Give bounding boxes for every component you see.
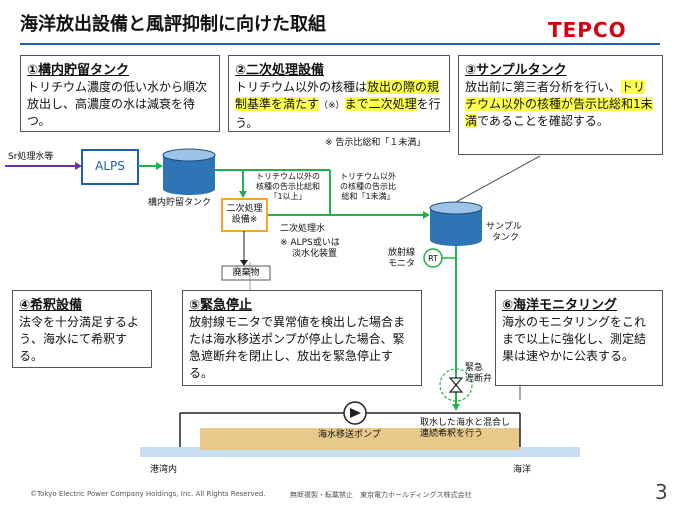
sr-label: Sr処理水等 <box>8 152 54 162</box>
sample-tank-top <box>429 201 483 215</box>
pump-arrow-icon <box>350 408 361 418</box>
box4-heading: ④希釈設備 <box>19 298 83 313</box>
waste-arrowhead-icon <box>240 260 248 266</box>
tepco-logo: TEPCO <box>548 18 627 42</box>
alps-note-line2: 淡水化装置 <box>292 249 338 259</box>
sea-surface <box>140 447 580 457</box>
secondary-line2: 設備※ <box>231 215 258 225</box>
harbor-label: 港湾内 <box>150 465 178 475</box>
box4-body: 法令を十分満足するよう、海水にて希釈する。 <box>19 315 140 363</box>
storage-tank-label: 構内貯留タンク <box>148 198 212 208</box>
box1-body: トリチウム濃度の低い水から順次放出し、高濃度の水は減衰を待つ。 <box>27 80 208 128</box>
box2-text: トリチウム以外の核種は <box>235 80 368 94</box>
sample-tank-line1: サンプル <box>486 222 522 232</box>
monitor-label: 放射線 モニタ <box>388 248 415 270</box>
monitor-line1: 放射線 <box>388 248 416 258</box>
box6-body: 海水のモニタリングをこれまで以上に強化し、測定結果は速やかに公表する。 <box>502 315 647 363</box>
storage-tank-bottom <box>163 183 215 195</box>
mix-line2: 連続希釈を行う <box>420 429 484 439</box>
secondary-water-label: 二次処理水 <box>280 224 326 234</box>
secondary-label: 二次処理 設備※ <box>222 204 267 226</box>
valve-highlight-circle <box>439 368 473 402</box>
sr-arrowhead-icon <box>75 162 82 170</box>
mix-label: 取水した海水と混合し 連続希釈を行う <box>420 418 510 440</box>
discharge-arrowhead-icon <box>452 404 460 411</box>
valve-line2: 遮断弁 <box>465 374 493 384</box>
box2-text-end: を行う。 <box>235 97 441 130</box>
copyright: ©Tokyo Electric Power Company Holdings, … <box>30 490 266 498</box>
info-box-secondary-treatment: ②二次処理設備 トリチウム以外の核種は放出の際の規制基準を満たす（※）まで二次処… <box>228 55 450 132</box>
branch2-label: トリチウム以外 の核種の告示比 総和「1未満」 <box>340 172 396 202</box>
page-number: 3 <box>655 480 668 504</box>
note-top: ※ 告示比総和「１未満」 <box>325 138 426 148</box>
alps-box <box>81 149 139 185</box>
box2-highlight2: まで二次処理 <box>344 97 417 111</box>
branch1-line2: 核種の告示比総和 <box>256 182 320 191</box>
seabed-sand <box>200 428 520 450</box>
branch1-arrowhead-icon <box>239 191 247 198</box>
sample-callout-line <box>455 155 541 203</box>
pump-label: 海水移送ポンプ <box>318 430 381 440</box>
sample-tank-bottom <box>430 234 482 246</box>
storage-tank-top <box>162 148 216 162</box>
info-box-ocean-monitoring: ⑥海洋モニタリング 海水のモニタリングをこれまで以上に強化し、測定結果は速やかに… <box>495 290 663 386</box>
page-title: 海洋放出設備と風評抑制に向けた取組 <box>20 14 326 35</box>
branch2-line3: 総和「1未満」 <box>341 192 395 201</box>
box2-body: トリチウム以外の核種は放出の際の規制基準を満たす（※）まで二次処理を行う。 <box>235 79 443 132</box>
secondary-treatment-box <box>221 198 268 232</box>
box3-heading: ③サンプルタンク <box>465 63 567 78</box>
info-box-dilution: ④希釈設備 法令を十分満足するよう、海水にて希釈する。 <box>12 290 152 368</box>
alps-note-line1: ※ ALPS或いは <box>280 238 340 248</box>
emergency-valve-icon <box>448 377 464 393</box>
box3-text: 放出前に第三者分析を行い、 <box>465 80 622 94</box>
box6-heading: ⑥海洋モニタリング <box>502 298 618 313</box>
waste-label: 廃棄物 <box>232 268 260 278</box>
branch1-line3: 「1以上」 <box>269 192 307 201</box>
box5-body: 放射線モニタで異常値を検出した場合または海水移送ポンプが停止した場合、緊急遮断弁… <box>189 315 406 380</box>
sample-tank-label: サンプル タンク <box>486 222 522 244</box>
box1-heading: ①構内貯留タンク <box>27 63 130 78</box>
box3-text-end: であることを確認する。 <box>477 114 609 128</box>
info-box-emergency-stop: ⑤緊急停止 放射線モニタで異常値を検出した場合または海水移送ポンプが停止した場合… <box>182 290 422 386</box>
branch1-label: トリチウム以外の 核種の告示比総和 「1以上」 <box>256 172 320 202</box>
info-box-sample-tank: ③サンプルタンク 放出前に第三者分析を行い、トリチウム以外の核種が告示比総和1未… <box>458 55 663 155</box>
alps-note: ※ ALPS或いは 淡水化装置 <box>280 238 340 260</box>
valve-label: 緊急 遮断弁 <box>465 363 492 385</box>
header-rule <box>20 43 660 45</box>
alps-label: ALPS <box>95 159 125 173</box>
rt-label: RT <box>428 254 438 263</box>
branch1-line1: トリチウム以外の <box>256 172 320 181</box>
monitor-line2: モニタ <box>388 259 416 269</box>
box2-heading: ②二次処理設備 <box>235 63 325 78</box>
secondary-line1: 二次処理 <box>226 204 263 214</box>
valve-line1: 緊急 <box>465 363 484 373</box>
box3-body: 放出前に第三者分析を行い、トリチウム以外の核種が告示比総和1未満であることを確認… <box>465 79 656 130</box>
branch2-line1: トリチウム以外 <box>340 172 396 181</box>
info-box-storage-tank: ①構内貯留タンク トリチウム濃度の低い水から順次放出し、高濃度の水は減衰を待つ。 <box>20 55 220 132</box>
sample-tank-line2: タンク <box>492 233 520 243</box>
ocean-label: 海洋 <box>513 465 532 475</box>
green-arrowhead-icon <box>156 162 163 170</box>
branch2-line2: の核種の告示比 <box>340 182 396 191</box>
sample-arrowhead-icon <box>423 211 430 219</box>
box2-note: （※） <box>319 101 345 111</box>
mix-line1: 取水した海水と混合し <box>420 418 511 428</box>
footer-notice: 無断複製・転載禁止 東京電力ホールディングス株式会社 <box>290 491 472 499</box>
waste-box <box>221 265 271 281</box>
box5-heading: ⑤緊急停止 <box>189 298 253 313</box>
